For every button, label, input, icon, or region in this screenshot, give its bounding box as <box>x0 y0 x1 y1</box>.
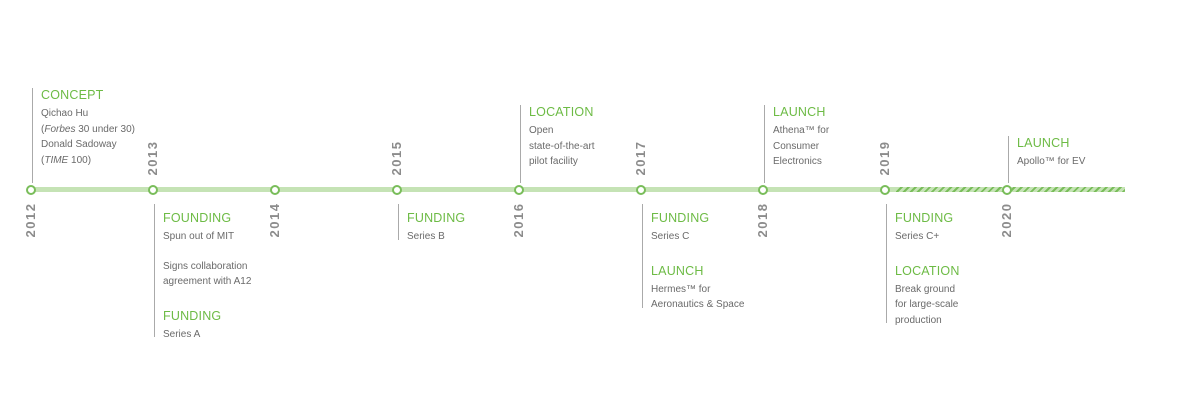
event-detail: Donald Sadoway <box>41 139 117 150</box>
event-detail: Series B <box>407 231 445 242</box>
event-detail: Electronics <box>773 156 822 167</box>
event-group: FUNDING Series C <box>651 211 781 245</box>
event-connector <box>32 88 33 183</box>
event-group: FUNDING Series C+ <box>895 211 1025 245</box>
event-detail: Consumer <box>773 140 820 152</box>
event-group: FUNDING Series B <box>407 211 537 245</box>
event-detail: Series C <box>651 231 690 242</box>
detail-text: 100) <box>68 154 92 166</box>
event-detail: state-of-the-art <box>529 140 595 152</box>
year-label-2015: 2015 <box>389 140 404 176</box>
detail-text: ( <box>41 154 45 166</box>
event-connector <box>764 105 765 183</box>
event-group: FOUNDING Spun out of MIT Signs collaborati… <box>163 211 293 290</box>
event-group: FUNDING Series A <box>163 309 293 343</box>
event-detail: Spun out of MIT <box>163 231 235 242</box>
event-group: LAUNCH Apollo™ for EV <box>1017 136 1147 170</box>
year-label-2012: 2012 <box>23 202 38 238</box>
timeline-track <box>30 187 896 192</box>
milestone-node-2012 <box>26 185 36 195</box>
event-detail: Series C+ <box>895 231 940 242</box>
event-detail: Qichao Hu <box>41 108 89 119</box>
milestone-node-2018 <box>758 185 768 195</box>
milestone-node-2019 <box>880 185 890 195</box>
detail-text: 30 under 30) <box>75 123 135 135</box>
event-detail: Aeronautics & Space <box>651 299 745 310</box>
event-detail: Open <box>529 125 554 136</box>
event-group: LOCATION Open state-of-the-art pilot facili… <box>529 105 659 170</box>
event-connector <box>398 204 399 240</box>
event-detail: (TIME 100) <box>41 153 171 169</box>
event-connector <box>520 105 521 183</box>
milestone-node-2013 <box>148 185 158 195</box>
event-title: FUNDING <box>895 211 954 225</box>
milestone-node-2017 <box>636 185 646 195</box>
event-connector <box>886 204 887 323</box>
event-title: FUNDING <box>651 211 710 225</box>
event-2020: LAUNCH Apollo™ for EV <box>1017 136 1147 170</box>
event-2016: LOCATION Open state-of-the-art pilot facili… <box>529 105 659 170</box>
event-title: FOUNDING <box>163 211 232 225</box>
event-detail: production <box>895 314 942 326</box>
event-title: LAUNCH <box>1017 136 1070 150</box>
event-detail: for large-scale <box>895 299 959 310</box>
milestone-node-2014 <box>270 185 280 195</box>
event-title: LOCATION <box>895 263 960 278</box>
event-2019: FUNDING Series C+ LOCATION Break ground for … <box>895 211 1025 328</box>
event-title: FUNDING <box>407 211 466 225</box>
event-title: LAUNCH <box>773 105 826 119</box>
event-detail: Hermes™ for <box>651 283 711 295</box>
event-detail: Athena™ for <box>773 125 830 136</box>
event-2015: FUNDING Series B <box>407 211 537 245</box>
milestone-node-2015 <box>392 185 402 195</box>
detail-text: ( <box>41 123 45 135</box>
event-connector <box>642 204 643 308</box>
event-group: LOCATION Break ground for large-scale produ… <box>895 264 1025 329</box>
milestone-node-2020 <box>1002 185 1012 195</box>
detail-italic: Forbes <box>44 123 76 135</box>
event-connector <box>1008 136 1009 183</box>
event-detail: Apollo™ for EV <box>1017 156 1086 167</box>
event-title: LAUNCH <box>651 263 704 278</box>
milestone-node-2016 <box>514 185 524 195</box>
event-2013: FOUNDING Spun out of MIT Signs collaborati… <box>163 211 293 342</box>
line-spacer <box>163 245 293 259</box>
event-detail: pilot facility <box>529 156 578 167</box>
event-detail: Series A <box>163 328 201 340</box>
event-detail: Break ground <box>895 283 956 295</box>
event-title: LOCATION <box>529 105 594 119</box>
event-detail: (Forbes 30 under 30) <box>41 122 171 138</box>
event-detail: agreement with A12 <box>163 276 252 287</box>
event-detail: Signs collaboration <box>163 260 248 272</box>
event-connector <box>154 204 155 337</box>
event-title: FUNDING <box>163 308 222 323</box>
event-title: CONCEPT <box>41 88 104 102</box>
detail-italic: TIME <box>44 154 69 166</box>
